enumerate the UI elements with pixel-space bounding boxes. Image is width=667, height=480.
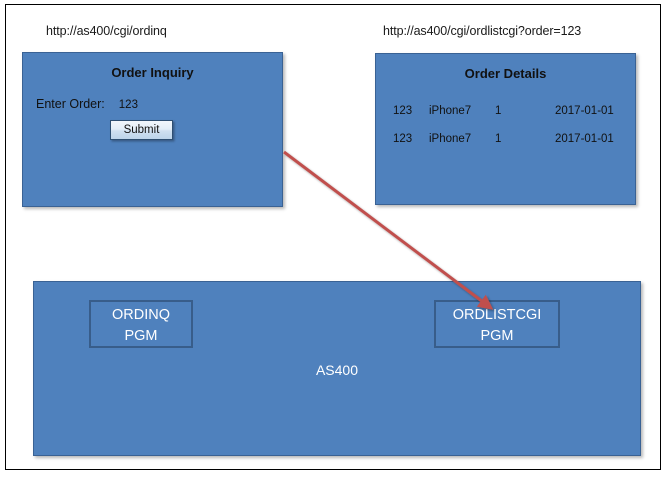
cell-item: iPhone7 bbox=[429, 105, 472, 117]
enter-order-value[interactable]: 123 bbox=[118, 99, 138, 111]
order-details-table: 123 iPhone7 1 2017-01-01 123 iPhone7 1 2… bbox=[393, 97, 621, 153]
table-row: 123 iPhone7 1 2017-01-01 bbox=[393, 97, 621, 125]
as400-label: AS400 bbox=[315, 362, 359, 378]
program-type: PGM bbox=[480, 328, 514, 344]
cell-order: 123 bbox=[393, 105, 413, 117]
program-type: PGM bbox=[124, 328, 158, 344]
url-label-right: http://as400/cgi/ordlistcgi?order=123 bbox=[383, 24, 582, 38]
submit-button[interactable]: Submit bbox=[110, 120, 173, 140]
cell-date: 2017-01-01 bbox=[555, 105, 614, 117]
cell-item: iPhone7 bbox=[429, 133, 472, 145]
cell-date: 2017-01-01 bbox=[555, 133, 614, 145]
order-details-panel: Order Details 123 iPhone7 1 2017-01-01 1… bbox=[375, 53, 636, 205]
table-row: 123 iPhone7 1 2017-01-01 bbox=[393, 125, 621, 153]
program-box-ordinq[interactable]: ORDINQ PGM bbox=[89, 300, 193, 348]
order-details-title: Order Details bbox=[464, 66, 547, 81]
enter-order-label: Enter Order: bbox=[36, 97, 105, 111]
cell-qty: 1 bbox=[495, 133, 502, 145]
cell-qty: 1 bbox=[495, 105, 502, 117]
url-label-left: http://as400/cgi/ordinq bbox=[46, 24, 167, 38]
program-name: ORDLISTCGI bbox=[452, 307, 542, 323]
order-inquiry-title: Order Inquiry bbox=[111, 65, 194, 80]
order-inquiry-panel: Order Inquiry Enter Order: 123 Submit bbox=[22, 52, 283, 207]
program-box-ordlistcgi[interactable]: ORDLISTCGI PGM bbox=[434, 300, 560, 348]
program-name: ORDINQ bbox=[112, 307, 170, 323]
cell-order: 123 bbox=[393, 133, 413, 145]
enter-order-row: Enter Order: 123 bbox=[36, 97, 138, 111]
